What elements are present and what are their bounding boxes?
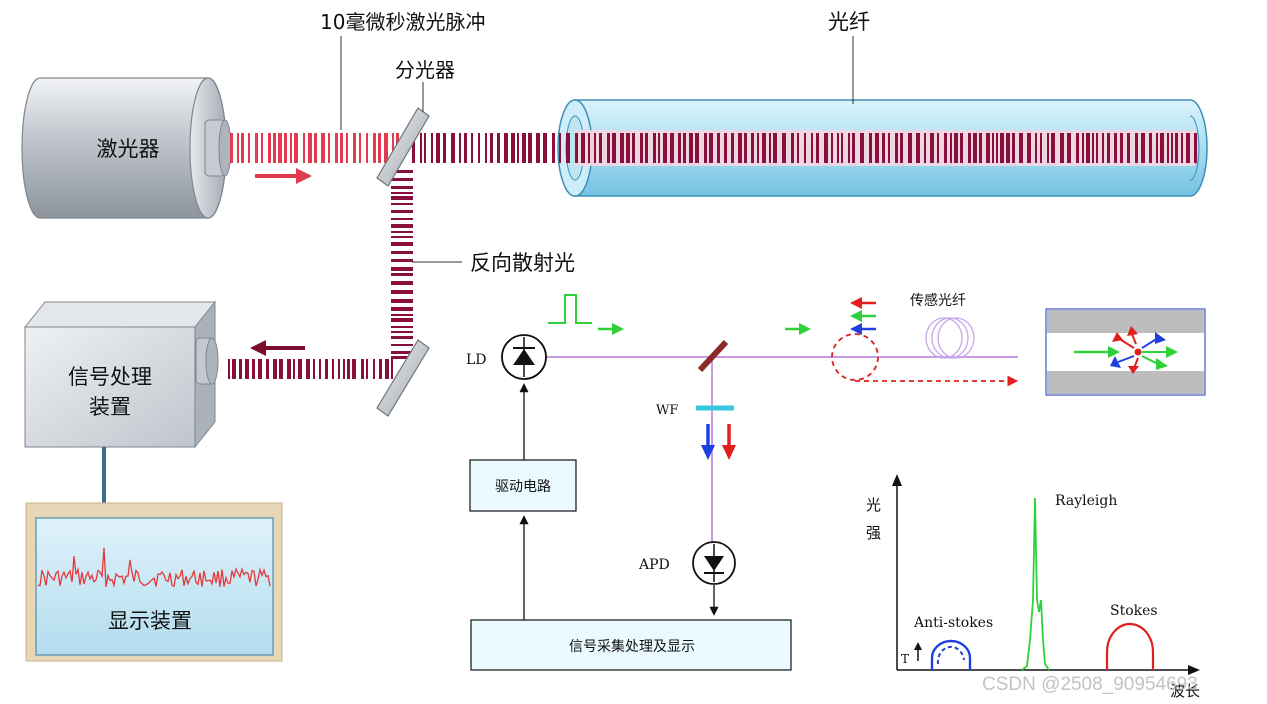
beam-splitter-bottom (376, 339, 430, 417)
rayleigh-label: Rayleigh (1055, 493, 1117, 509)
temperature-label: T (901, 652, 909, 666)
spectrum-plot: 光 强 波长 T Anti-stokes Rayleigh Stokes (866, 474, 1200, 700)
pulse-label: 10毫微秒激光脉冲 (320, 10, 485, 34)
rayleigh-peak (1021, 497, 1050, 671)
return-pulse-train (228, 359, 393, 379)
signal-processor: 信号处理 装置 (23, 300, 219, 449)
anti-stokes-label: Anti-stokes (913, 615, 993, 631)
watermark: CSDN @2508_90954693 (982, 674, 1198, 695)
ld-diode (501, 334, 547, 380)
fiber-inset (1045, 308, 1206, 396)
acquisition-label: 信号采集处理及显示 (569, 638, 695, 655)
scatter-loop (831, 333, 879, 381)
driver-circuit-box (469, 459, 577, 512)
dichroic-mirror (697, 339, 729, 373)
anti-stokes-peak (930, 639, 972, 670)
stokes-peak (1105, 622, 1155, 670)
y-axis-label-1: 光 (866, 496, 881, 514)
fiber-pulse-train (412, 133, 1197, 163)
acquisition-box (470, 619, 792, 671)
scatter-arrows-icon (850, 297, 876, 335)
driver-label: 驱动电路 (495, 479, 551, 495)
laser-pulse-train (230, 133, 399, 163)
apd-label: APD (638, 557, 670, 573)
y-axis-label-2: 强 (866, 524, 881, 542)
beam-splitter-top (376, 107, 430, 187)
wf-label: WF (656, 403, 678, 418)
sensing-fiber-label: 传感光纤 (910, 292, 966, 309)
signal-processor-label-2: 装置 (89, 395, 131, 419)
backscatter-train (391, 170, 413, 359)
display-label: 显示装置 (108, 609, 192, 633)
splitter-label: 分光器 (395, 58, 455, 82)
display-device: 显示装置 (25, 502, 283, 662)
sensing-fiber-coil (925, 317, 975, 359)
apd-diode (692, 541, 736, 585)
backscatter-label: 反向散射光 (470, 251, 575, 275)
noise-waveform (37, 547, 271, 588)
signal-processor-label-1: 信号处理 (68, 365, 152, 389)
x-axis-label: 波长 (1170, 682, 1200, 700)
pulse-shape-icon (548, 294, 592, 324)
laser-label: 激光器 (97, 137, 160, 161)
fiber-label: 光纤 (828, 10, 870, 34)
laser-device: 激光器 (21, 77, 232, 219)
stokes-label: Stokes (1110, 603, 1158, 619)
ld-label: LD (466, 352, 487, 368)
